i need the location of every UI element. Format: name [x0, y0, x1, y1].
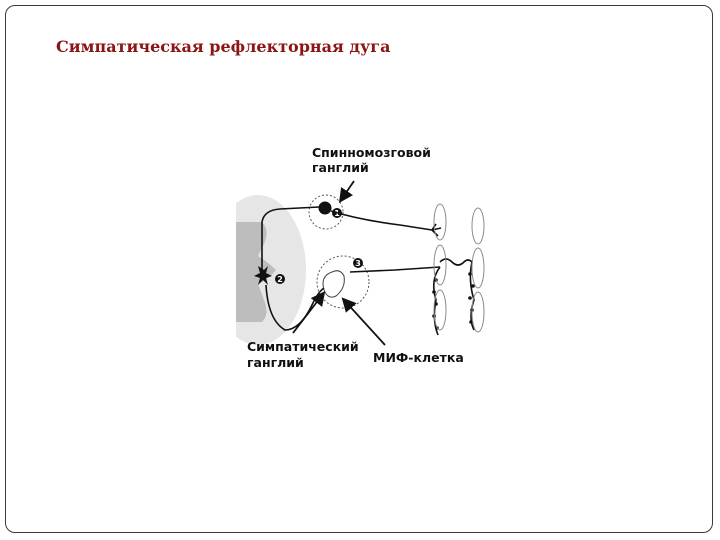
label-spinal-ganglion-1: Спинномозговой: [312, 145, 431, 160]
sympathetic-ganglion: [316, 255, 370, 309]
label-sympathetic-ganglion-1: Симпатический: [247, 339, 359, 354]
interneuron-star: [254, 266, 272, 285]
spinal-ganglion: [308, 194, 344, 230]
gray-matter: [236, 222, 276, 322]
spinal-cord: [236, 195, 306, 345]
sif-cell-outline: [322, 270, 345, 298]
marker-3: 3: [353, 258, 363, 268]
svg-text:2: 2: [277, 275, 283, 284]
svg-text:3: 3: [355, 259, 361, 268]
slide-title: Симпатическая рефлекторная дуга: [56, 37, 391, 56]
marker-2: 2: [275, 274, 285, 284]
target-tissue: [433, 203, 485, 333]
label-spinal-ganglion-2: ганглий: [312, 160, 369, 175]
slide-frame: [5, 5, 713, 533]
label-sympathetic-ganglion-2: ганглий: [247, 355, 304, 370]
label-sif-cell: МИФ-клетка: [373, 350, 464, 365]
varicosities: [432, 272, 475, 330]
pointer-arrows: [292, 180, 386, 346]
